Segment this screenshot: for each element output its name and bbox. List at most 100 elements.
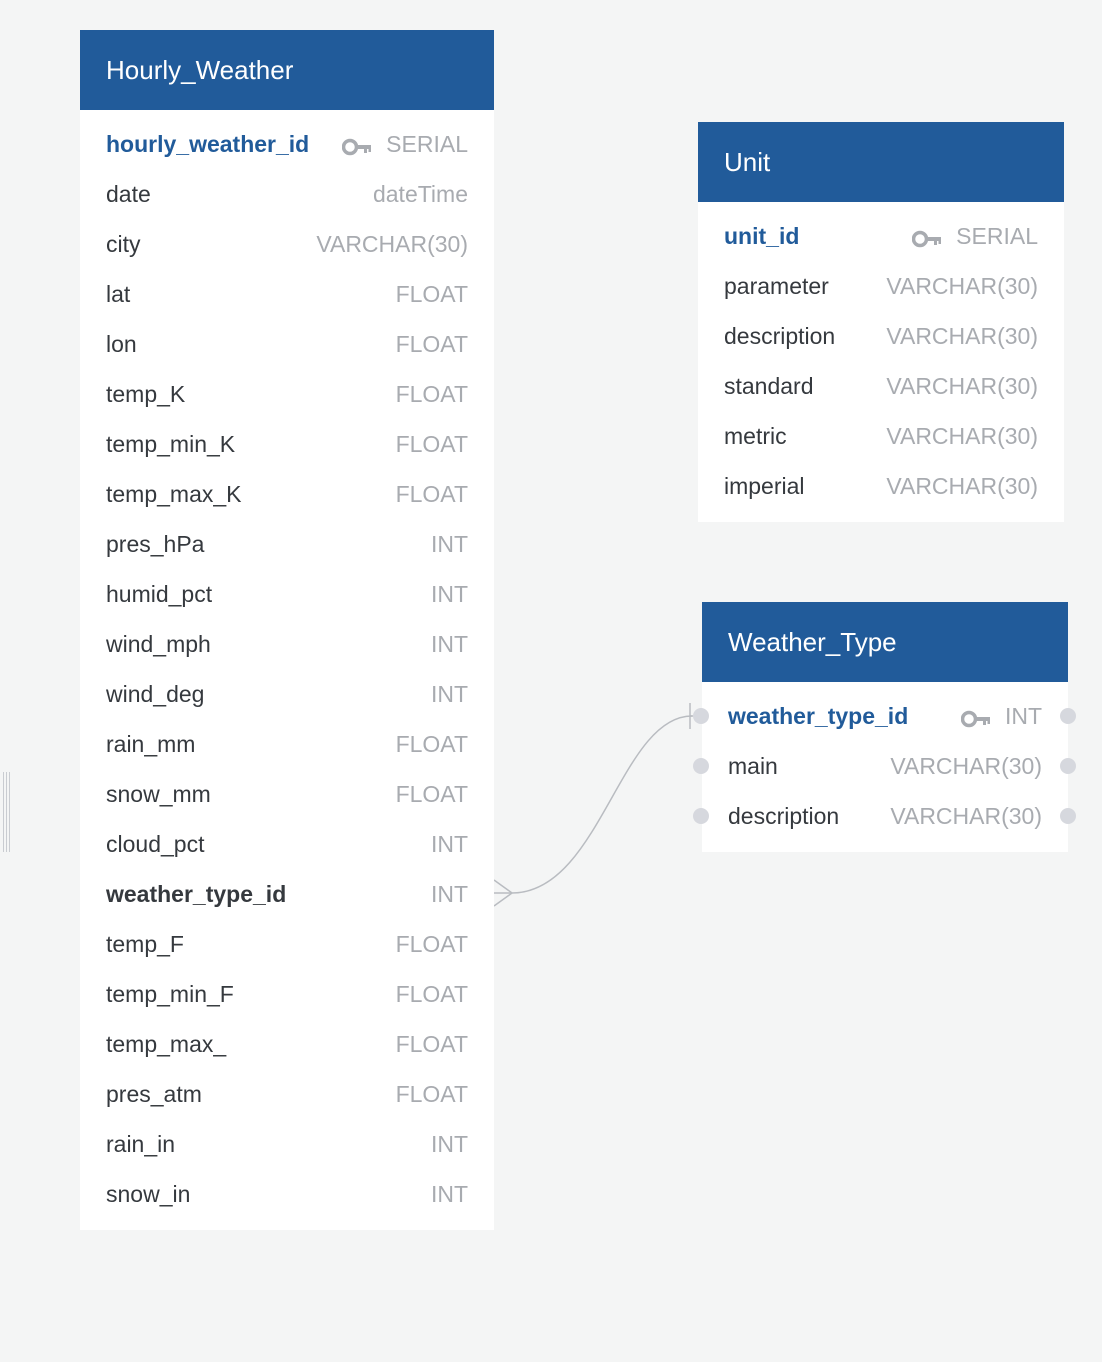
field-type-label: FLOAT (395, 1080, 468, 1107)
field-type: VARCHAR(30) (886, 323, 1038, 350)
field-type-label: INT (430, 580, 468, 607)
field-name: pres_atm (106, 1080, 202, 1107)
field-name: wind_mph (106, 630, 211, 657)
field-type: INT (431, 581, 468, 608)
field-type-label: FLOAT (395, 330, 468, 357)
field-type: VARCHAR(30) (886, 373, 1038, 400)
field-row[interactable]: lat FLOAT (80, 269, 494, 319)
field-row[interactable]: cloud_pct INT (80, 819, 494, 869)
field-row[interactable]: description VARCHAR(30) (693, 791, 1076, 841)
field-row[interactable]: pres_atm FLOAT (80, 1069, 494, 1119)
field-name: wind_deg (106, 680, 205, 707)
field-name: cloud_pct (106, 830, 205, 857)
table-title[interactable]: Unit (698, 122, 1064, 202)
field-name: date (106, 180, 151, 207)
field-type-label: VARCHAR(30) (886, 322, 1038, 349)
field-type: INT (431, 1181, 468, 1208)
field-type-label: INT (430, 1130, 468, 1157)
field-type-label: FLOAT (395, 1030, 468, 1057)
field-type: dateTime (373, 181, 468, 208)
field-name: temp_F (106, 930, 184, 957)
connector-port-right[interactable] (1060, 758, 1076, 774)
field-name: description (728, 802, 840, 829)
field-row[interactable]: temp_F FLOAT (80, 919, 494, 969)
field-row[interactable]: standard VARCHAR(30) (698, 361, 1064, 411)
field-type-label: VARCHAR(30) (886, 422, 1038, 449)
field-name: snow_mm (106, 780, 211, 807)
connector-port-right[interactable] (1060, 708, 1076, 724)
field-type-label: FLOAT (395, 930, 468, 957)
field-type-label: INT (430, 830, 468, 857)
field-row[interactable]: description VARCHAR(30) (698, 311, 1064, 361)
field-row[interactable]: weather_type_id INT (693, 691, 1076, 741)
field-name: temp_min_F (106, 980, 234, 1007)
resize-handle[interactable] (3, 772, 12, 852)
field-name: pres_hPa (106, 530, 205, 557)
connector-port-left[interactable] (693, 808, 709, 824)
field-type-label: VARCHAR(30) (890, 802, 1042, 829)
primary-key-name: weather_type_id (728, 702, 909, 729)
field-name: metric (724, 422, 787, 449)
field-type: SERIAL (341, 131, 468, 158)
connector-port-right[interactable] (1060, 808, 1076, 824)
field-name: description (724, 322, 836, 349)
field-type: FLOAT (396, 1081, 468, 1108)
field-type: INT (431, 531, 468, 558)
field-row[interactable]: date dateTime (80, 169, 494, 219)
field-row[interactable]: metric VARCHAR(30) (698, 411, 1064, 461)
table-title[interactable]: Weather_Type (702, 602, 1068, 682)
key-icon (911, 227, 942, 248)
connector-port-left[interactable] (693, 758, 709, 774)
field-type: VARCHAR(30) (886, 423, 1038, 450)
field-name: standard (724, 372, 814, 399)
field-row[interactable]: wind_mph INT (80, 619, 494, 669)
field-type: FLOAT (396, 431, 468, 458)
field-type-label: VARCHAR(30) (316, 230, 468, 257)
field-name: temp_K (106, 380, 186, 407)
field-type-label: INT (430, 630, 468, 657)
field-type: INT (431, 831, 468, 858)
field-type: VARCHAR(30) (886, 473, 1038, 500)
field-type-label: FLOAT (395, 380, 468, 407)
field-row[interactable]: temp_max_ FLOAT (80, 1019, 494, 1069)
field-name: temp_max_ (106, 1030, 227, 1057)
field-type: INT (431, 881, 468, 908)
field-type-label: VARCHAR(30) (890, 752, 1042, 779)
field-type: VARCHAR(30) (890, 753, 1042, 780)
field-row[interactable]: temp_K FLOAT (80, 369, 494, 419)
key-icon (341, 135, 372, 156)
field-type: SERIAL (911, 222, 1038, 250)
field-type: INT (431, 1131, 468, 1158)
connector-port-left[interactable] (693, 708, 709, 724)
field-type-label: FLOAT (395, 280, 468, 307)
crowfoot-upper (493, 879, 513, 894)
table-title[interactable]: Hourly_Weather (80, 30, 494, 110)
field-type: INT (960, 703, 1042, 730)
field-type: INT (431, 631, 468, 658)
field-row[interactable]: pres_hPa INT (80, 519, 494, 569)
field-type-label: SERIAL (956, 222, 1038, 249)
field-type-label: VARCHAR(30) (886, 372, 1038, 399)
field-name: lat (106, 280, 131, 307)
